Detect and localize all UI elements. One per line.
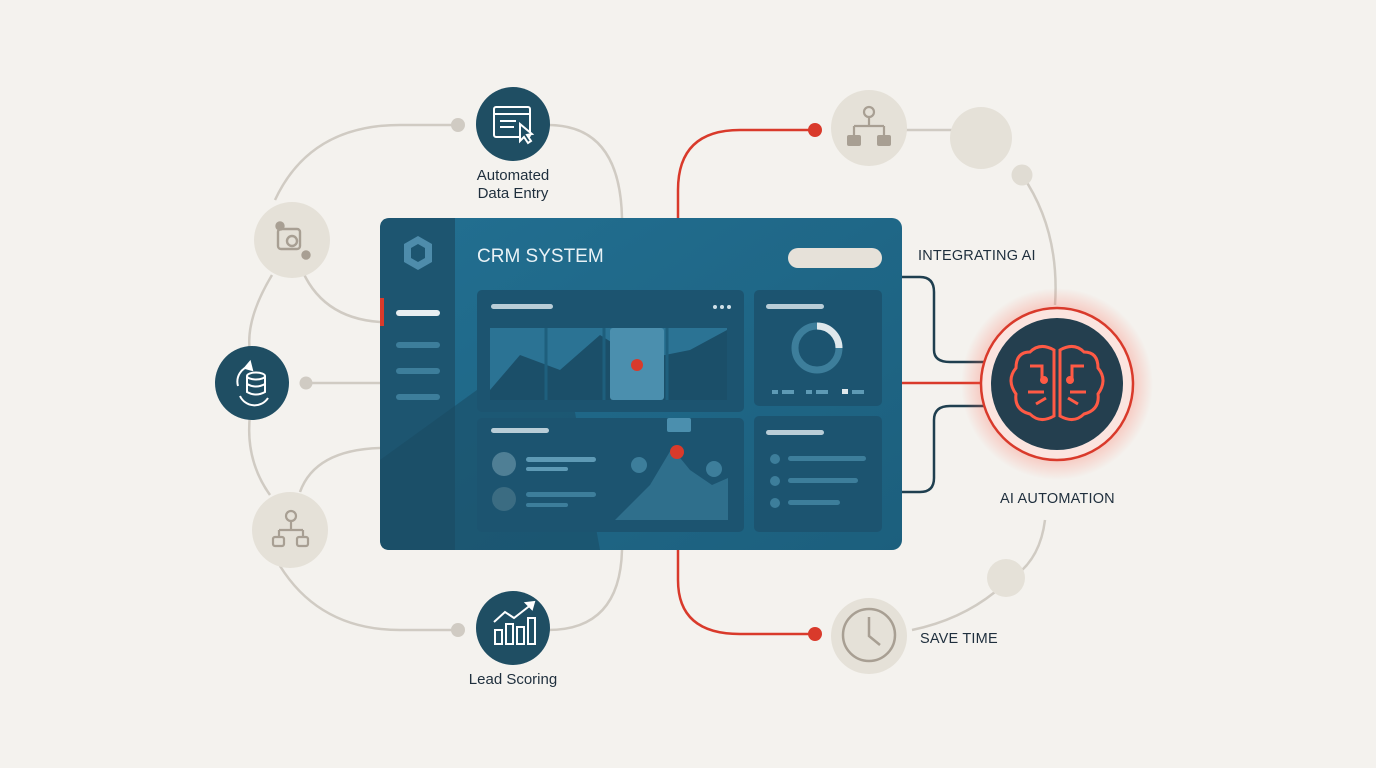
connector-top-left bbox=[273, 123, 458, 201]
dark-connector-upper bbox=[902, 275, 985, 364]
sidebar-item-1[interactable] bbox=[396, 310, 440, 316]
integrating-ai-label: INTEGRATING AI bbox=[918, 248, 1036, 264]
connector-icon1-panel bbox=[298, 264, 381, 324]
lead-scoring-node[interactable] bbox=[476, 591, 550, 665]
dark-connector-lower bbox=[902, 404, 985, 494]
ai-automation-label: AI AUTOMATION bbox=[1000, 491, 1115, 507]
search-bar[interactable] bbox=[788, 248, 882, 268]
browser-cursor-icon bbox=[493, 106, 535, 145]
sidebar-item-2[interactable] bbox=[396, 342, 440, 348]
avatar bbox=[492, 452, 516, 476]
avatar bbox=[492, 487, 516, 511]
sidebar-item-4[interactable] bbox=[396, 394, 440, 400]
mini-mountain-chart bbox=[615, 448, 728, 520]
connector-right-bottom bbox=[911, 591, 996, 632]
brain-icon bbox=[1009, 345, 1105, 421]
hierarchy-icon bbox=[271, 509, 310, 548]
save-time-label: SAVE TIME bbox=[920, 631, 998, 647]
red-connector-bottom bbox=[676, 452, 814, 636]
dot-mid-left bbox=[299, 376, 313, 390]
crm-window bbox=[380, 218, 902, 550]
sidebar-item-3[interactable] bbox=[396, 368, 440, 374]
red-node-point[interactable] bbox=[670, 445, 684, 459]
bar-chart-growth-icon bbox=[493, 600, 536, 645]
tasks-card bbox=[754, 416, 882, 532]
top-right-hierarchy-node[interactable] bbox=[831, 90, 907, 166]
sidebar-active-marker bbox=[380, 298, 384, 326]
decorative-circle-top-right bbox=[950, 107, 1012, 169]
automated-data-entry-label: Automated Data Entry bbox=[453, 167, 573, 203]
connector-right-arc-top bbox=[1020, 174, 1057, 306]
logo-icon bbox=[404, 236, 432, 270]
donut-card bbox=[754, 290, 882, 406]
left-icon-gear-flow[interactable] bbox=[254, 202, 330, 278]
left-connectors bbox=[247, 123, 1057, 632]
label-line1: Automated bbox=[476, 167, 550, 184]
ai-automation-node[interactable] bbox=[961, 288, 1153, 480]
crm-title: CRM SYSTEM bbox=[477, 246, 604, 267]
connector-icon2-to-icon3 bbox=[247, 414, 272, 496]
connector-lead-panel bbox=[547, 549, 624, 632]
database-sync-icon bbox=[236, 359, 269, 407]
automated-data-entry-node[interactable] bbox=[476, 87, 550, 161]
connector-data-entry-panel bbox=[547, 123, 624, 219]
connector-icon1-to-icon2 bbox=[248, 274, 274, 353]
left-icon-database-sync[interactable] bbox=[215, 346, 289, 420]
decorative-circle-bottom-right bbox=[987, 559, 1025, 597]
clock-icon bbox=[841, 607, 897, 663]
dark-connectors bbox=[902, 275, 985, 494]
connector-icon3-panel bbox=[298, 446, 381, 493]
hierarchy-icon bbox=[847, 105, 891, 146]
red-dot-top bbox=[808, 123, 822, 137]
connector-icon3-bottom bbox=[278, 565, 458, 632]
dot-bottom-left bbox=[451, 623, 465, 637]
more-options-icon[interactable] bbox=[713, 305, 731, 309]
red-dot-bottom bbox=[808, 627, 822, 641]
dot-top-left bbox=[451, 118, 465, 132]
gear-flow-icon bbox=[275, 221, 311, 260]
lead-scoring-label: Lead Scoring bbox=[468, 671, 558, 688]
dot-right-top bbox=[1011, 164, 1033, 186]
chart-red-point[interactable] bbox=[631, 359, 643, 371]
donut-segment bbox=[816, 322, 843, 349]
label-line2: Data Entry bbox=[477, 185, 549, 202]
save-time-node[interactable] bbox=[831, 598, 907, 674]
left-icon-hierarchy[interactable] bbox=[252, 492, 328, 568]
red-connector-top bbox=[676, 128, 814, 218]
